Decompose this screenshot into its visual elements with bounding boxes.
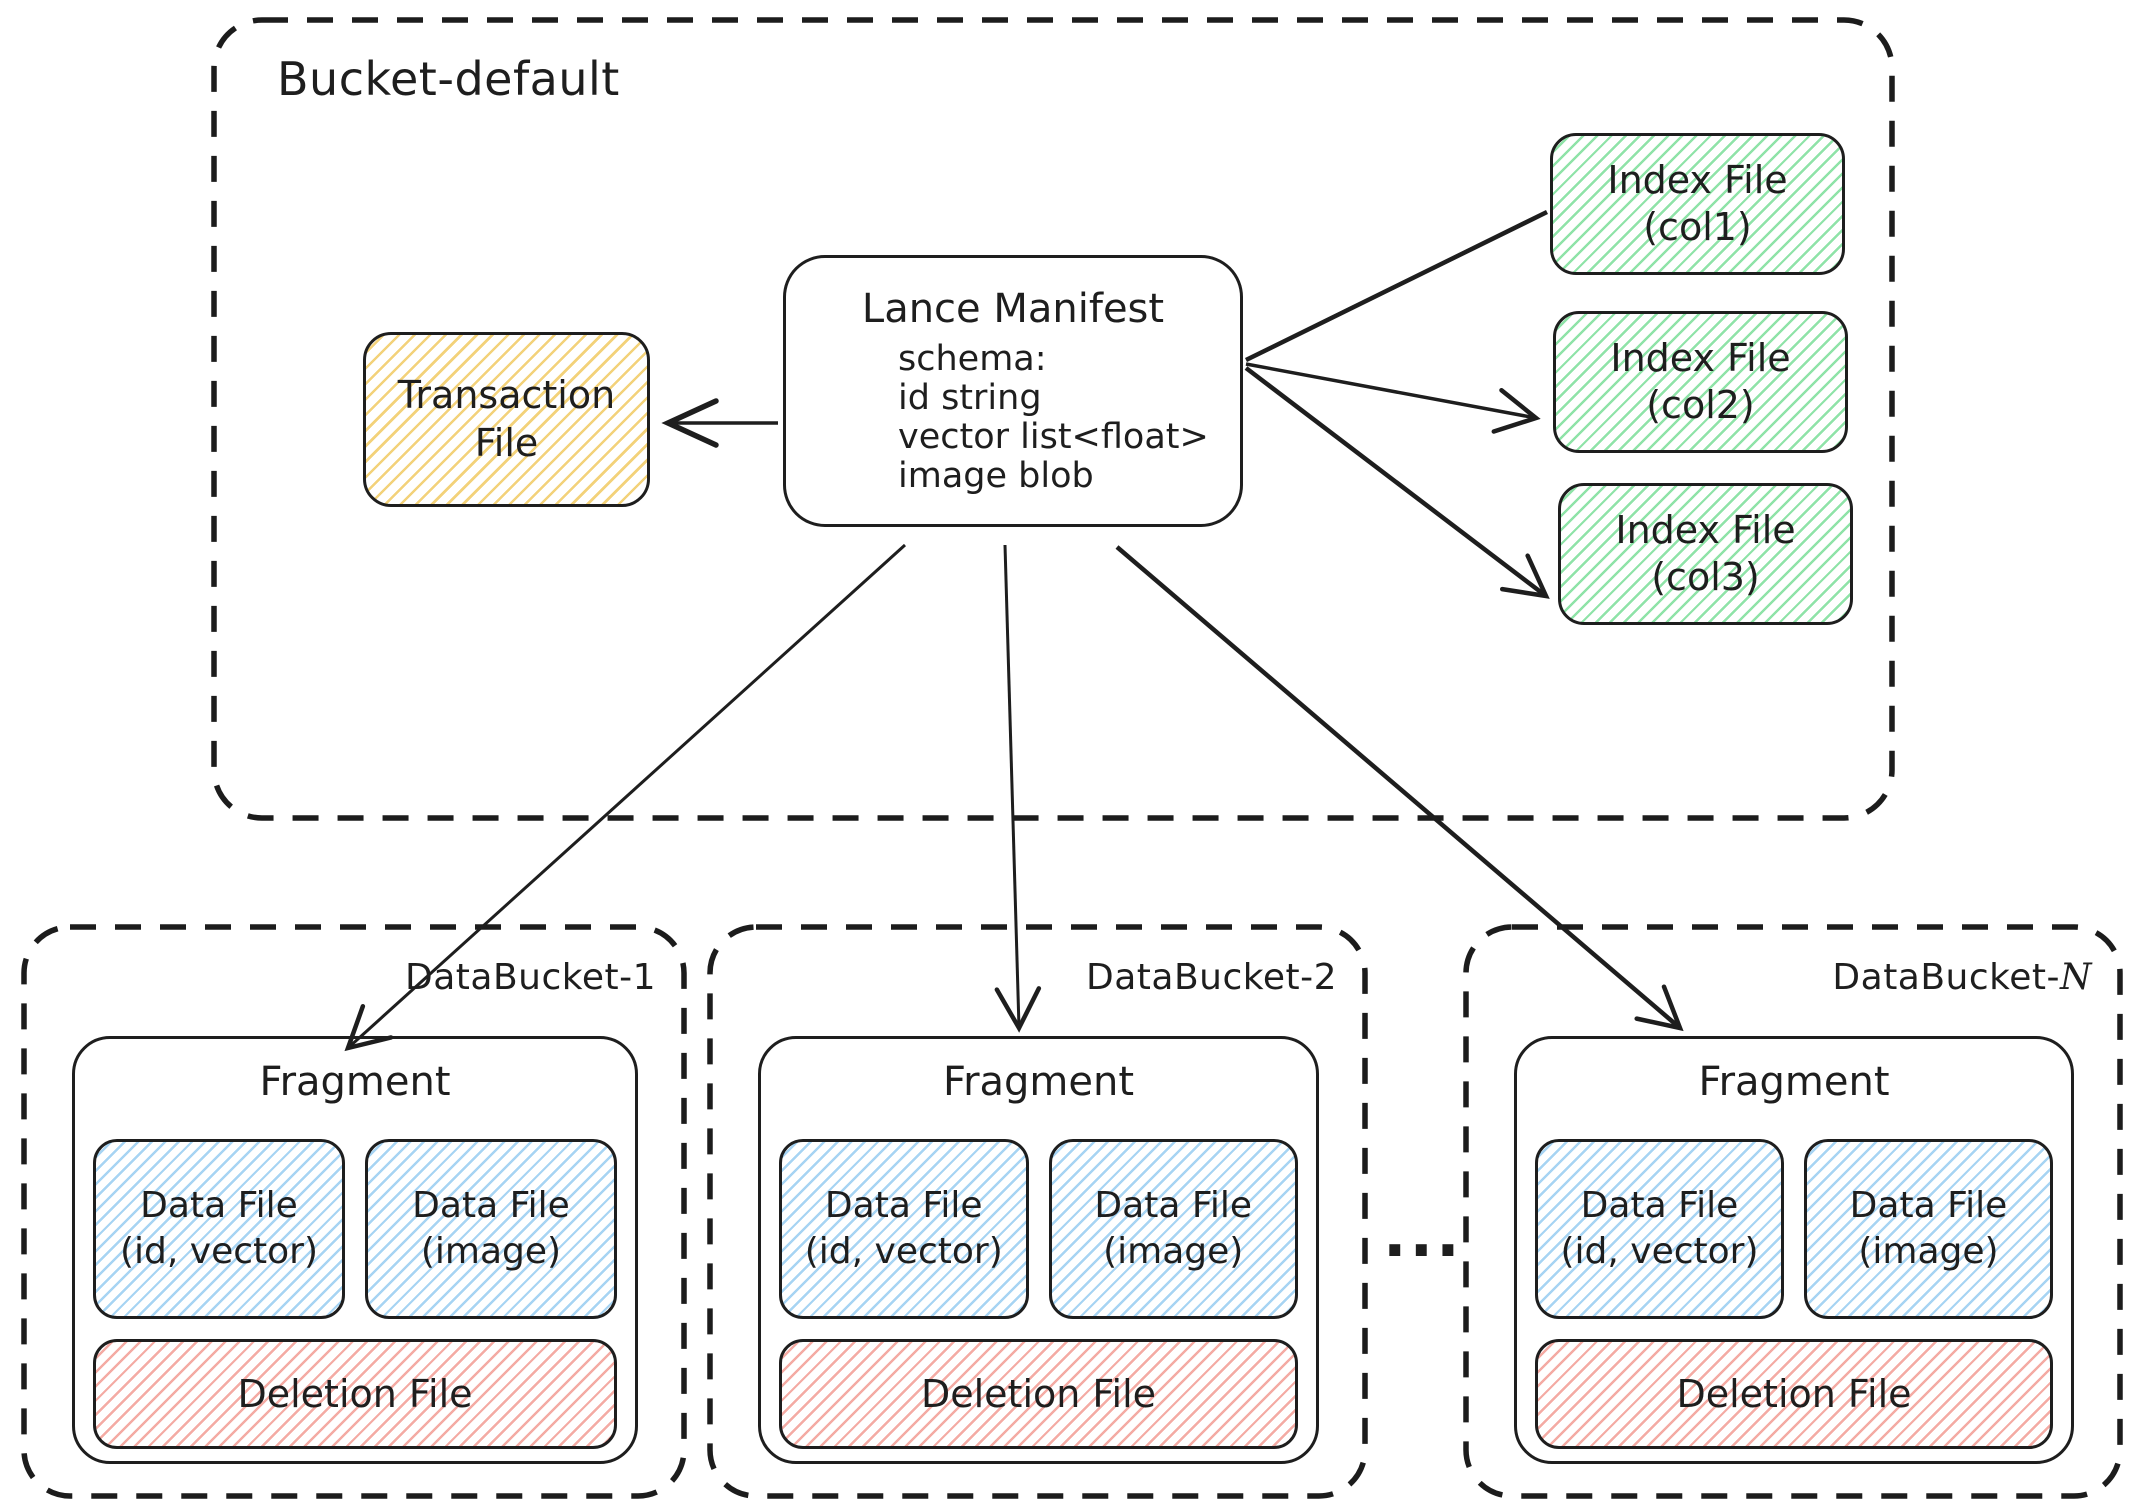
deletion-file-label: Deletion File xyxy=(237,1372,473,1416)
data-file-cols: (image) xyxy=(420,1231,562,1272)
fragment-title: Fragment xyxy=(259,1059,451,1105)
data-bucket-n-label-prefix: DataBucket- xyxy=(1832,957,2060,998)
data-file-cols: (image) xyxy=(1103,1231,1244,1272)
transaction-file-label-line2: File xyxy=(474,420,539,465)
data-file-image-node: Data File (image) xyxy=(365,1139,617,1319)
bucket-default-label: Bucket-default xyxy=(277,52,620,106)
data-bucket-2: DataBucket-2 Fragment Data File (id, vec… xyxy=(708,925,1367,1498)
schema-line: id string xyxy=(898,378,1042,418)
data-file-id-vector-node: Data File (id, vector) xyxy=(779,1139,1029,1319)
data-files-row: Data File (id, vector) Data File (image) xyxy=(779,1139,1298,1319)
deletion-file-label: Deletion File xyxy=(1676,1372,1912,1416)
data-file-cols: (id, vector) xyxy=(804,1231,1003,1272)
schema-line: vector list<float> xyxy=(898,417,1209,457)
index-file-label: Index File xyxy=(1607,157,1788,202)
data-file-label: Data File xyxy=(824,1184,983,1226)
index-file-col1-node: Index File (col1) xyxy=(1550,133,1845,275)
fragment-node: Fragment Data File (id, vector) Data Fil… xyxy=(72,1036,638,1464)
arrow-manifest-to-index-col3 xyxy=(1244,366,1550,599)
data-file-cols: (image) xyxy=(1858,1231,1999,1272)
lance-manifest-schema: schema: id string vector list<float> ima… xyxy=(898,340,1240,496)
fragment-node: Fragment Data File (id, vector) Data Fil… xyxy=(758,1036,1319,1464)
deletion-file-node: Deletion File xyxy=(1535,1339,2053,1449)
data-file-image-node: Data File (image) xyxy=(1804,1139,2053,1319)
data-file-id-vector-node: Data File (id, vector) xyxy=(1535,1139,1784,1319)
fragment-title: Fragment xyxy=(942,1059,1135,1105)
arrow-manifest-to-index-col2 xyxy=(1245,362,1541,434)
index-file-col: (col3) xyxy=(1651,555,1760,599)
arrow-manifest-to-index-col1 xyxy=(1245,209,1548,363)
data-bucket-2-label: DataBucket-2 xyxy=(1086,957,1337,998)
data-file-label: Data File xyxy=(140,1184,298,1226)
transaction-file-node: Transaction File xyxy=(363,332,650,507)
index-file-col: (col1) xyxy=(1643,205,1752,249)
data-bucket-n-label-n: N xyxy=(2060,957,2092,998)
schema-line: image blob xyxy=(898,456,1094,496)
index-file-col2-node: Index File (col2) xyxy=(1553,311,1848,453)
data-file-label: Data File xyxy=(1580,1184,1739,1226)
deletion-file-node: Deletion File xyxy=(779,1339,1298,1449)
fragment-title: Fragment xyxy=(1698,1059,1890,1105)
transaction-file-label-line1: Transaction xyxy=(397,373,616,418)
data-file-cols: (id, vector) xyxy=(119,1231,319,1272)
data-bucket-1: DataBucket-1 Fragment Data File (id, vec… xyxy=(22,925,686,1498)
data-file-label: Data File xyxy=(1849,1184,2008,1226)
index-file-label: Index File xyxy=(1615,507,1796,552)
index-file-label: Index File xyxy=(1610,335,1791,380)
lance-manifest-title: Lance Manifest xyxy=(861,286,1165,332)
data-files-row: Data File (id, vector) Data File (image) xyxy=(93,1139,617,1319)
data-file-id-vector-node: Data File (id, vector) xyxy=(93,1139,345,1319)
data-file-label: Data File xyxy=(1094,1184,1253,1226)
data-file-label: Data File xyxy=(412,1184,570,1226)
deletion-file-label: Deletion File xyxy=(920,1372,1157,1416)
buckets-ellipsis: ... xyxy=(1383,1198,1463,1271)
data-bucket-n-label: DataBucket-N xyxy=(1832,957,2092,998)
lance-manifest-node: Lance Manifest schema: id string vector … xyxy=(783,255,1243,527)
data-file-image-node: Data File (image) xyxy=(1048,1139,1298,1319)
data-bucket-n: DataBucket-N Fragment Data File (id, vec… xyxy=(1464,925,2122,1498)
index-file-col: (col2) xyxy=(1646,383,1755,427)
data-files-row: Data File (id, vector) Data File (image) xyxy=(1535,1139,2053,1319)
index-file-col3-node: Index File (col3) xyxy=(1558,483,1853,625)
deletion-file-node: Deletion File xyxy=(93,1339,617,1449)
fragment-node: Fragment Data File (id, vector) Data Fil… xyxy=(1514,1036,2074,1464)
data-bucket-1-label: DataBucket-1 xyxy=(405,957,656,998)
data-file-cols: (id, vector) xyxy=(1560,1231,1759,1272)
schema-line: schema: xyxy=(898,339,1047,379)
